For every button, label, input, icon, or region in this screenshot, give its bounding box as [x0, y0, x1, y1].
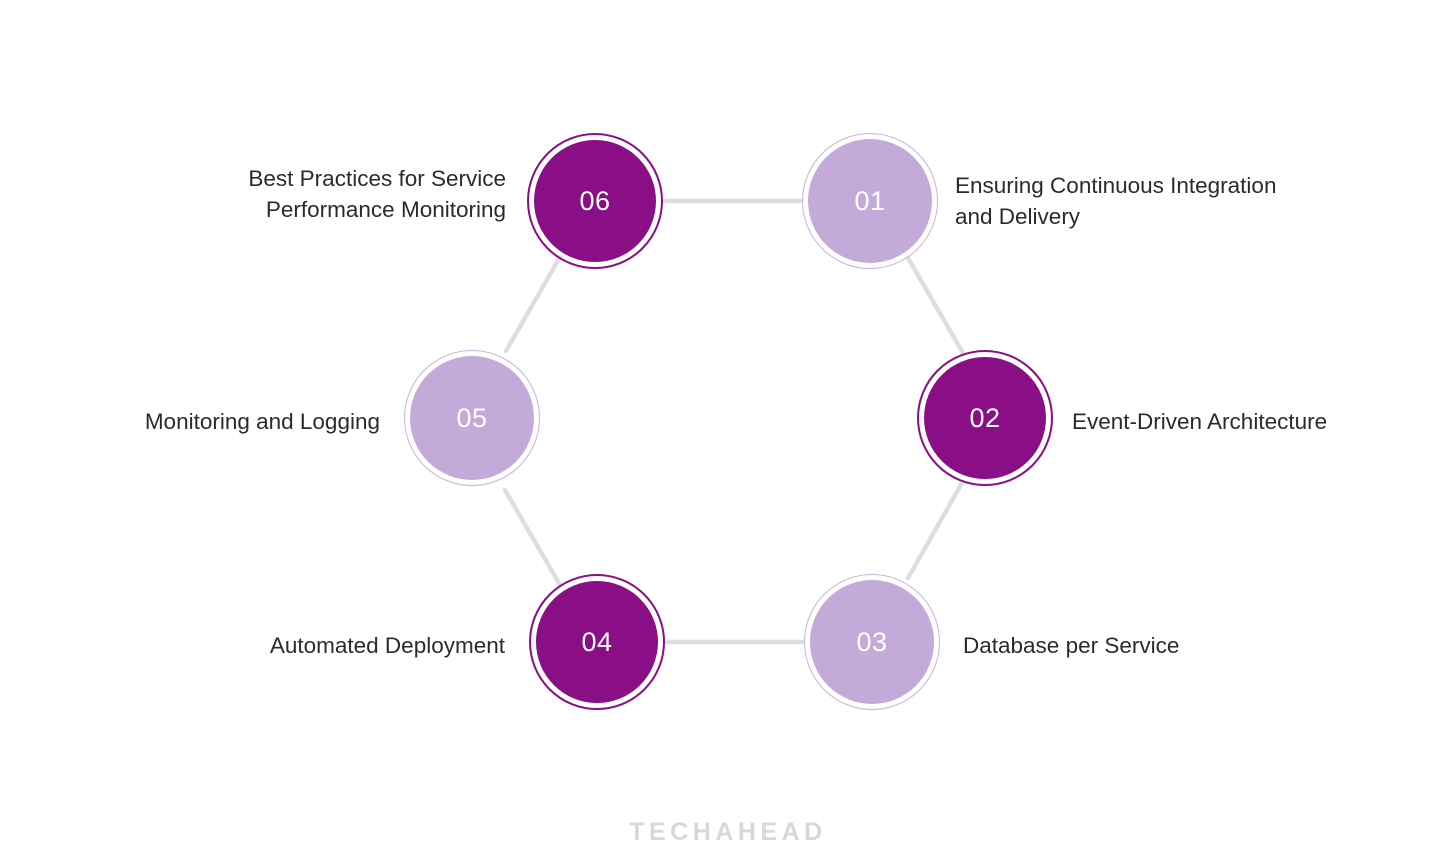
node-05[interactable]: 05 — [404, 350, 540, 486]
node-04-label: Automated Deployment — [269, 633, 505, 658]
node-02-label: Event-Driven Architecture — [1072, 409, 1328, 434]
node-03-label: Database per Service — [963, 633, 1180, 658]
node-01-label: Ensuring Continuous Integration and Deli… — [955, 173, 1277, 230]
connector-01-02 — [905, 255, 966, 356]
node-03-circle: 03 — [804, 574, 940, 710]
node-01-circle: 01 — [802, 133, 938, 269]
node-04[interactable]: 04 — [529, 574, 665, 710]
node-01[interactable]: 01 — [802, 133, 938, 269]
node-06-number: 06 — [579, 185, 611, 216]
node-04-number: 04 — [581, 626, 613, 657]
connector-04-05 — [502, 487, 563, 588]
node-06-circle: 06 — [527, 133, 663, 269]
techahead-watermark: TECHAHEAD — [629, 818, 827, 846]
node-03[interactable]: 03 — [804, 574, 940, 710]
node-01-number: 01 — [854, 185, 886, 216]
node-06[interactable]: 06 — [527, 133, 663, 269]
connector-05-06 — [503, 254, 563, 354]
node-05-label: Monitoring and Logging — [144, 409, 380, 434]
node-05-circle: 05 — [404, 350, 540, 486]
connector-02-03 — [905, 480, 965, 581]
node-02[interactable]: 02 — [917, 350, 1053, 486]
node-03-number: 03 — [856, 626, 888, 657]
node-05-number: 05 — [456, 402, 488, 433]
node-02-number: 02 — [969, 402, 1001, 433]
node-04-circle: 04 — [529, 574, 665, 710]
node-06-label: Best Practices for Service Performance M… — [248, 166, 506, 223]
node-02-circle: 02 — [917, 350, 1053, 486]
